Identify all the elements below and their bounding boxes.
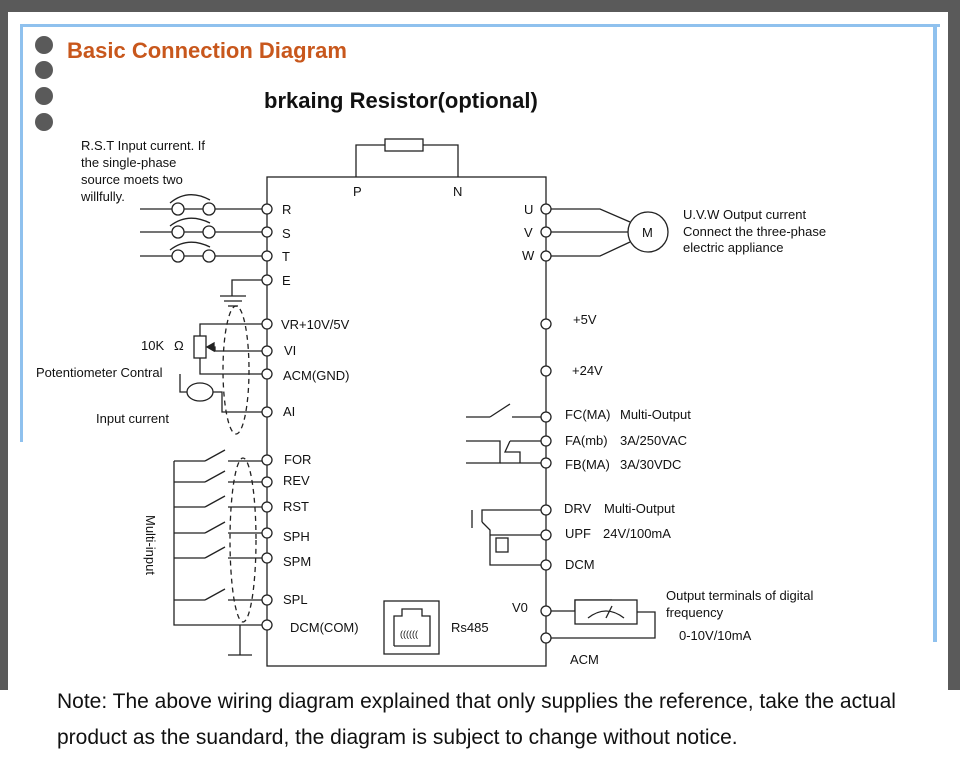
input-note-line: the single-phase (81, 155, 176, 170)
inverter-body (266, 176, 547, 667)
terminal-vr: VR+10V/5V (281, 317, 350, 332)
rs485-label: Rs485 (451, 620, 489, 635)
wiring-diagram: R.S.T Input current. If the single-phase… (36, 138, 826, 667)
input-note-line: willfully. (80, 189, 125, 204)
terminal-w: W (522, 248, 535, 263)
terminal-vi: VI (284, 343, 296, 358)
terminal-fb: FB(MA) (565, 457, 610, 472)
relay-output-label: Multi-Output (620, 407, 691, 422)
freq-note-line: Output terminals of digital (666, 588, 814, 603)
terminal-spm: SPM (283, 554, 311, 569)
drv-output-label: Multi-Output (604, 501, 675, 516)
terminal-dcm-com: DCM(COM) (290, 620, 359, 635)
terminal-24v: +24V (572, 363, 603, 378)
terminal-fa: FA(mb) (565, 433, 608, 448)
bullet-dot (35, 61, 53, 79)
fa-rating: 3A/250VAC (620, 433, 687, 448)
terminal-u: U (524, 202, 533, 217)
bullet-dot (35, 113, 53, 131)
footer-note: Note: The above wiring diagram explained… (57, 690, 896, 749)
terminal-drv: DRV (564, 501, 592, 516)
terminal-p: P (353, 184, 362, 199)
brake-resistor (384, 138, 424, 152)
motor-note-line: Connect the three-phase (683, 224, 826, 239)
terminal-t: T (282, 249, 290, 264)
accent-line-top (20, 24, 940, 27)
terminal-upf: UPF (565, 526, 591, 541)
terminal-sph: SPH (283, 529, 310, 544)
freq-note-line: 0-10V/10mA (679, 628, 752, 643)
input-note-line: source moets two (81, 172, 183, 187)
terminal-r: R (282, 202, 291, 217)
terminal-rst: RST (283, 499, 309, 514)
terminal-acm: ACM(GND) (283, 368, 349, 383)
motor (627, 211, 669, 253)
diagram-subtitle: brkaing Resistor(optional) (264, 88, 538, 113)
terminal-ai: AI (283, 404, 295, 419)
frequency-meter (574, 599, 638, 625)
left-border (0, 0, 8, 690)
input-current-label: Input current (96, 411, 169, 426)
terminal-n: N (453, 184, 462, 199)
rs485-pins: (((((( (400, 629, 418, 639)
terminal-e: E (282, 273, 291, 288)
upf-rating: 24V/100mA (603, 526, 671, 541)
accent-line-right (933, 24, 937, 642)
terminal-for: FOR (284, 452, 311, 467)
terminal-s: S (282, 226, 291, 241)
bullet-dot (35, 87, 53, 105)
right-border (948, 0, 960, 690)
motor-note-line: electric appliance (683, 240, 783, 255)
terminal-v: V (524, 225, 533, 240)
terminal-acm-right: ACM (570, 652, 599, 667)
fb-rating: 3A/30VDC (620, 457, 681, 472)
potentiometer-label: Potentiometer Contral (36, 365, 163, 380)
top-border (0, 0, 960, 12)
terminal-dcm: DCM (565, 557, 595, 572)
freq-note-line: frequency (666, 605, 724, 620)
header-title: Basic Connection Diagram (67, 38, 347, 63)
motor-note-line: U.V.W Output current (683, 207, 806, 222)
accent-line-left (20, 24, 23, 442)
input-note-line: R.S.T Input current. If (81, 138, 205, 153)
ohm-symbol: Ω (174, 338, 184, 353)
terminal-v0: V0 (512, 600, 528, 615)
terminal-5v: +5V (573, 312, 597, 327)
bullet-dot (35, 36, 53, 54)
terminal-fc: FC(MA) (565, 407, 611, 422)
multi-input-label: Multi-input (143, 515, 158, 575)
motor-symbol: M (642, 225, 653, 240)
terminal-rev: REV (283, 473, 310, 488)
terminal-spl: SPL (283, 592, 308, 607)
potentiometer-value: 10K (141, 338, 164, 353)
